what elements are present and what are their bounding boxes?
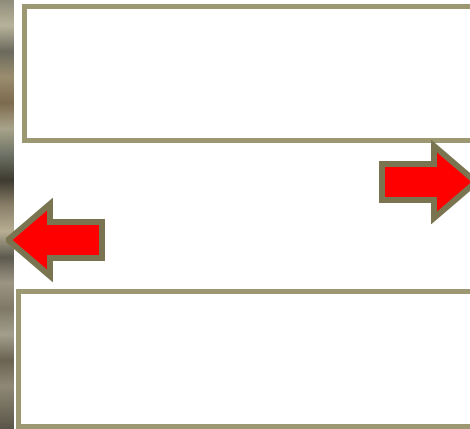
top-content-box: [22, 4, 470, 143]
bottom-content-box: [16, 289, 470, 429]
arrow-right-icon[interactable]: [378, 140, 470, 224]
arrow-left-icon[interactable]: [6, 198, 106, 282]
background-image-strip: [0, 0, 14, 429]
